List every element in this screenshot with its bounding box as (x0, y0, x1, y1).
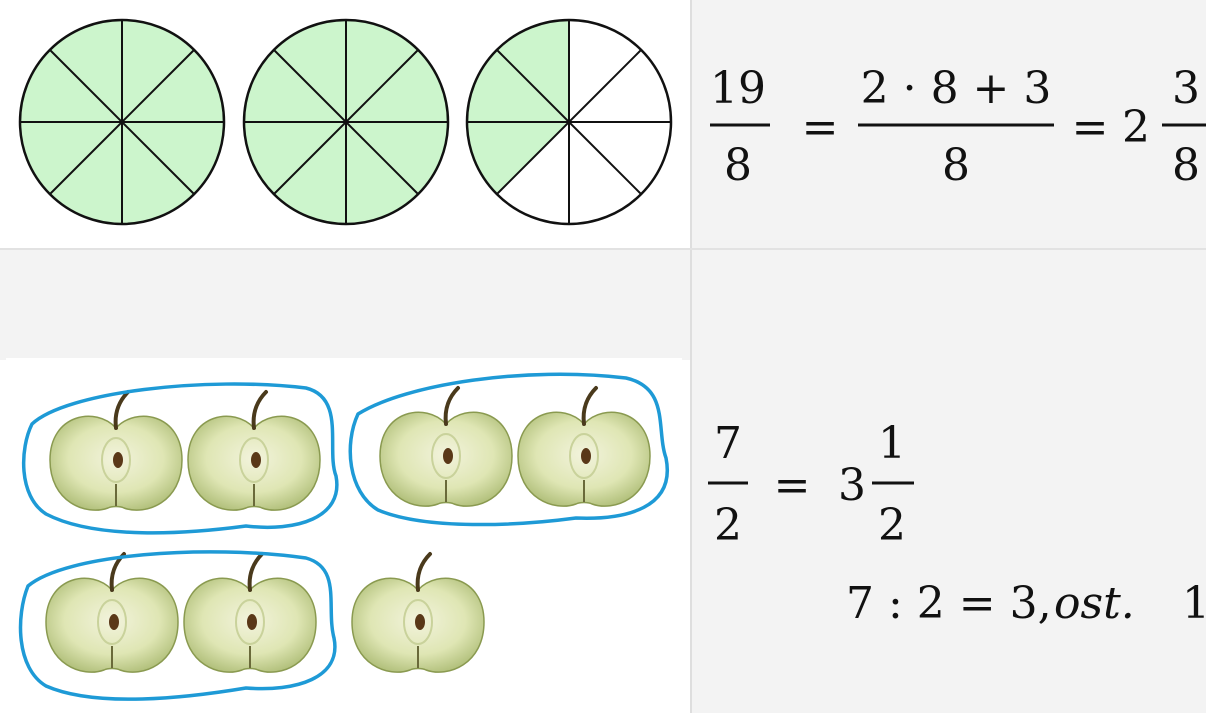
apple-stem (113, 390, 130, 430)
column-divider (690, 0, 692, 713)
top-equation-cell: 19 8 = 2 · 8 + 3 8 = 2 3 8 (692, 0, 1206, 248)
shaded-slice (49, 122, 122, 224)
group-outline (18, 550, 337, 701)
shaded-slice (346, 20, 419, 122)
apple-seed (415, 614, 425, 630)
frac-denominator: 2 (714, 500, 742, 551)
bottom-equation: 7 2 = 3 1 2 7 : 2 = 3, ost. 1 (708, 418, 1206, 629)
remainder-value: 1 (1182, 578, 1206, 629)
frac-numerator: 7 (714, 418, 742, 469)
remainder-word: ost. (1054, 578, 1135, 629)
top-equation: 19 8 = 2 · 8 + 3 8 = 2 3 8 (710, 63, 1206, 191)
apple-group-4 (351, 552, 485, 673)
apple-half (49, 390, 183, 511)
shaded-slice (467, 122, 569, 195)
apple-seed (247, 614, 257, 630)
fraction-circles-panel (6, 12, 682, 242)
apple-seed (109, 614, 119, 630)
shaded-slice (244, 122, 346, 195)
mixed-denominator-2: 2 (878, 500, 906, 551)
mixed-numerator-2: 1 (878, 418, 906, 469)
shaded-slice (346, 122, 448, 195)
fraction-circles (18, 18, 673, 226)
frac1-numerator: 19 (710, 63, 766, 114)
bottom-equation-cell: 7 2 = 3 1 2 7 : 2 = 3, ost. 1 (692, 250, 1206, 713)
shaded-slice (467, 49, 569, 122)
equals-3: = (774, 460, 811, 511)
group-outline (348, 372, 670, 527)
circle-outline (18, 18, 226, 226)
slice-divider (49, 49, 195, 195)
apple-stem (247, 552, 264, 592)
fraction-circle-3 (465, 18, 673, 226)
apple-half (379, 386, 513, 507)
row-divider (0, 248, 1206, 250)
spacer-cell (0, 250, 690, 360)
apple-core (101, 437, 131, 483)
apple-core (239, 437, 269, 483)
apple-half (183, 552, 317, 673)
shaded-slice (122, 20, 195, 122)
apple-core (97, 599, 127, 645)
apple-stem (251, 390, 268, 430)
apple-seed (581, 448, 591, 464)
group-outline (21, 382, 339, 535)
apple-core (431, 433, 461, 479)
frac1-denominator: 8 (724, 140, 752, 191)
mixed-denominator: 8 (1172, 140, 1200, 191)
slice-divider (496, 49, 642, 195)
apple-group-2 (348, 372, 670, 527)
shaded-slice (122, 122, 224, 195)
frac2-denominator: 8 (942, 140, 970, 191)
shaded-slice (273, 122, 346, 224)
apple-half (351, 552, 485, 673)
apples-illustration (18, 372, 670, 701)
apple-group-3 (18, 550, 337, 701)
shaded-slice (273, 20, 346, 122)
apple-stem (443, 386, 460, 426)
apple-half (187, 390, 321, 511)
apples-panel (6, 358, 682, 713)
apple-half (517, 386, 651, 507)
fraction-circle-2 (242, 18, 450, 226)
shaded-slice (122, 122, 195, 224)
circle-outline (465, 18, 673, 226)
frac2-numerator: 2 · 8 + 3 (861, 63, 1052, 114)
division-line: 7 : 2 = 3, (846, 578, 1052, 629)
shaded-slice (20, 122, 122, 195)
apple-seed (443, 448, 453, 464)
apple-group-1 (21, 382, 339, 535)
mixed-numerator: 3 (1172, 63, 1200, 114)
apple-half (45, 552, 179, 673)
shaded-slice (244, 49, 346, 122)
shaded-slice (122, 49, 224, 122)
apple-core (569, 433, 599, 479)
shaded-slice (346, 122, 419, 224)
mixed-whole: 2 (1122, 102, 1150, 153)
fraction-circle-1 (18, 18, 226, 226)
apple-stem (415, 552, 432, 592)
apple-core (235, 599, 265, 645)
shaded-slice (496, 20, 569, 122)
shaded-slice (346, 49, 448, 122)
circle-outline (242, 18, 450, 226)
equals-2: = (1072, 102, 1109, 153)
equals-1: = (802, 102, 839, 153)
apple-seed (251, 452, 261, 468)
apple-seed (113, 452, 123, 468)
shaded-slice (49, 20, 122, 122)
mixed-whole-2: 3 (838, 460, 866, 511)
shaded-slice (20, 49, 122, 122)
slice-divider (273, 49, 419, 195)
apple-core (403, 599, 433, 645)
apple-stem (581, 386, 598, 426)
